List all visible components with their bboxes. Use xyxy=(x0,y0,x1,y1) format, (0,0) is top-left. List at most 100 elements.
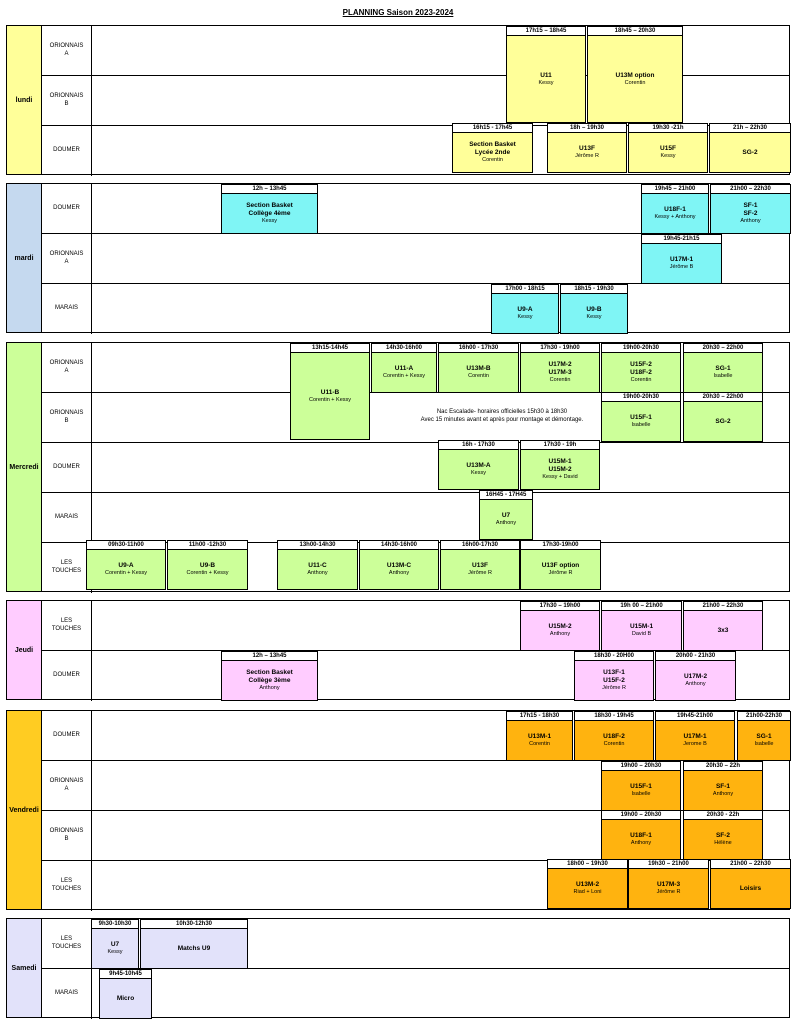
session-coach: Corentin xyxy=(468,373,489,380)
venue-label: DOUMER xyxy=(42,126,92,176)
session-team: Micro xyxy=(116,994,135,1002)
session-time: 19h45-21h15 xyxy=(641,234,722,244)
session-coach: Kessy xyxy=(262,218,277,224)
session-time: 19h45-21h00 xyxy=(655,711,735,721)
session-coach: Kessy + Anthony xyxy=(654,214,696,221)
session-coach: Corentin xyxy=(482,157,503,163)
session-team: U13M-C xyxy=(386,562,412,570)
session-team: U18F-2 xyxy=(603,733,625,741)
session-team: U17M-1 xyxy=(669,256,694,264)
session-team: U9-B xyxy=(199,562,216,570)
row-divider xyxy=(92,860,789,861)
session-coach: Corentin xyxy=(603,741,625,748)
session-time: 16H45 - 17H45 xyxy=(479,490,533,500)
session-coach: Corentin + Kessy xyxy=(382,373,426,380)
session-team: U15F-1 xyxy=(630,783,652,791)
session-time: 19h00-20h30 xyxy=(601,343,681,353)
session-team: SG-1 xyxy=(715,365,731,373)
session-time: 21h00 – 22h30 xyxy=(710,184,791,194)
session-coach: Kessy xyxy=(660,153,676,160)
venue-label: ORIONNAIS B xyxy=(42,76,92,126)
session-coach: Corentin xyxy=(630,377,652,383)
session-time: 18h00 – 19h30 xyxy=(547,859,628,869)
session-body: 3x3 xyxy=(683,611,763,651)
session-time: 13h15-14h45 xyxy=(290,343,370,353)
escalade-note: Nac Escalade- horaires officielles 15h30… xyxy=(420,409,584,423)
session-team: SG-2 xyxy=(715,417,731,425)
venue-label: MARAIS xyxy=(42,284,92,334)
session-time: 21h – 22h30 xyxy=(709,123,791,133)
session-body: Micro xyxy=(99,979,152,1019)
session-body: SG-2 xyxy=(683,402,763,442)
session-coach: Jérôme R xyxy=(575,153,599,160)
session-coach: Corentin xyxy=(624,79,646,86)
session-team: U13F option xyxy=(541,562,580,570)
session-team: U9-A xyxy=(517,306,533,314)
venue-label: ORIONNAIS B xyxy=(42,393,92,443)
venue-label: ORIONNAIS A xyxy=(42,234,92,284)
session-time: 20h30 – 22h xyxy=(683,761,763,771)
session-team: Section Basket Collège 4ème xyxy=(246,202,293,218)
session-team: Section Basket Lycée 2nde xyxy=(469,141,516,157)
session-time: 12h – 13h45 xyxy=(221,651,318,661)
session-time: 18h – 19h30 xyxy=(547,123,627,133)
session-time: 16h00 - 17h30 xyxy=(438,343,519,353)
session-coach: Anthony xyxy=(712,791,734,798)
session-team: U7 xyxy=(110,941,120,949)
session-coach: Kessy xyxy=(471,470,486,477)
session-time: 21h00-22h30 xyxy=(737,711,791,721)
row-divider xyxy=(92,492,789,493)
session-coach: Corentin + Kessy xyxy=(104,570,148,577)
session-coach: Corentin xyxy=(549,377,571,383)
session-time: 18h30 - 19h45 xyxy=(574,711,654,721)
session-team: U17M-1 xyxy=(683,733,707,741)
day-label: Mercredi xyxy=(7,343,42,591)
session-coach: Anthony xyxy=(740,218,761,224)
venue-label: ORIONNAIS A xyxy=(42,26,92,76)
session-time: 19h00 – 20h30 xyxy=(601,810,681,820)
day-label: Vendredi xyxy=(7,711,42,909)
venue-label: ORIONNAIS B xyxy=(42,811,92,861)
session-team: U9-A xyxy=(118,562,134,570)
session-team: U11-C xyxy=(308,562,327,570)
session-team: U15M-1 xyxy=(629,623,654,631)
session-team: Loisirs xyxy=(739,884,762,892)
session-team: U13M option xyxy=(615,71,655,79)
